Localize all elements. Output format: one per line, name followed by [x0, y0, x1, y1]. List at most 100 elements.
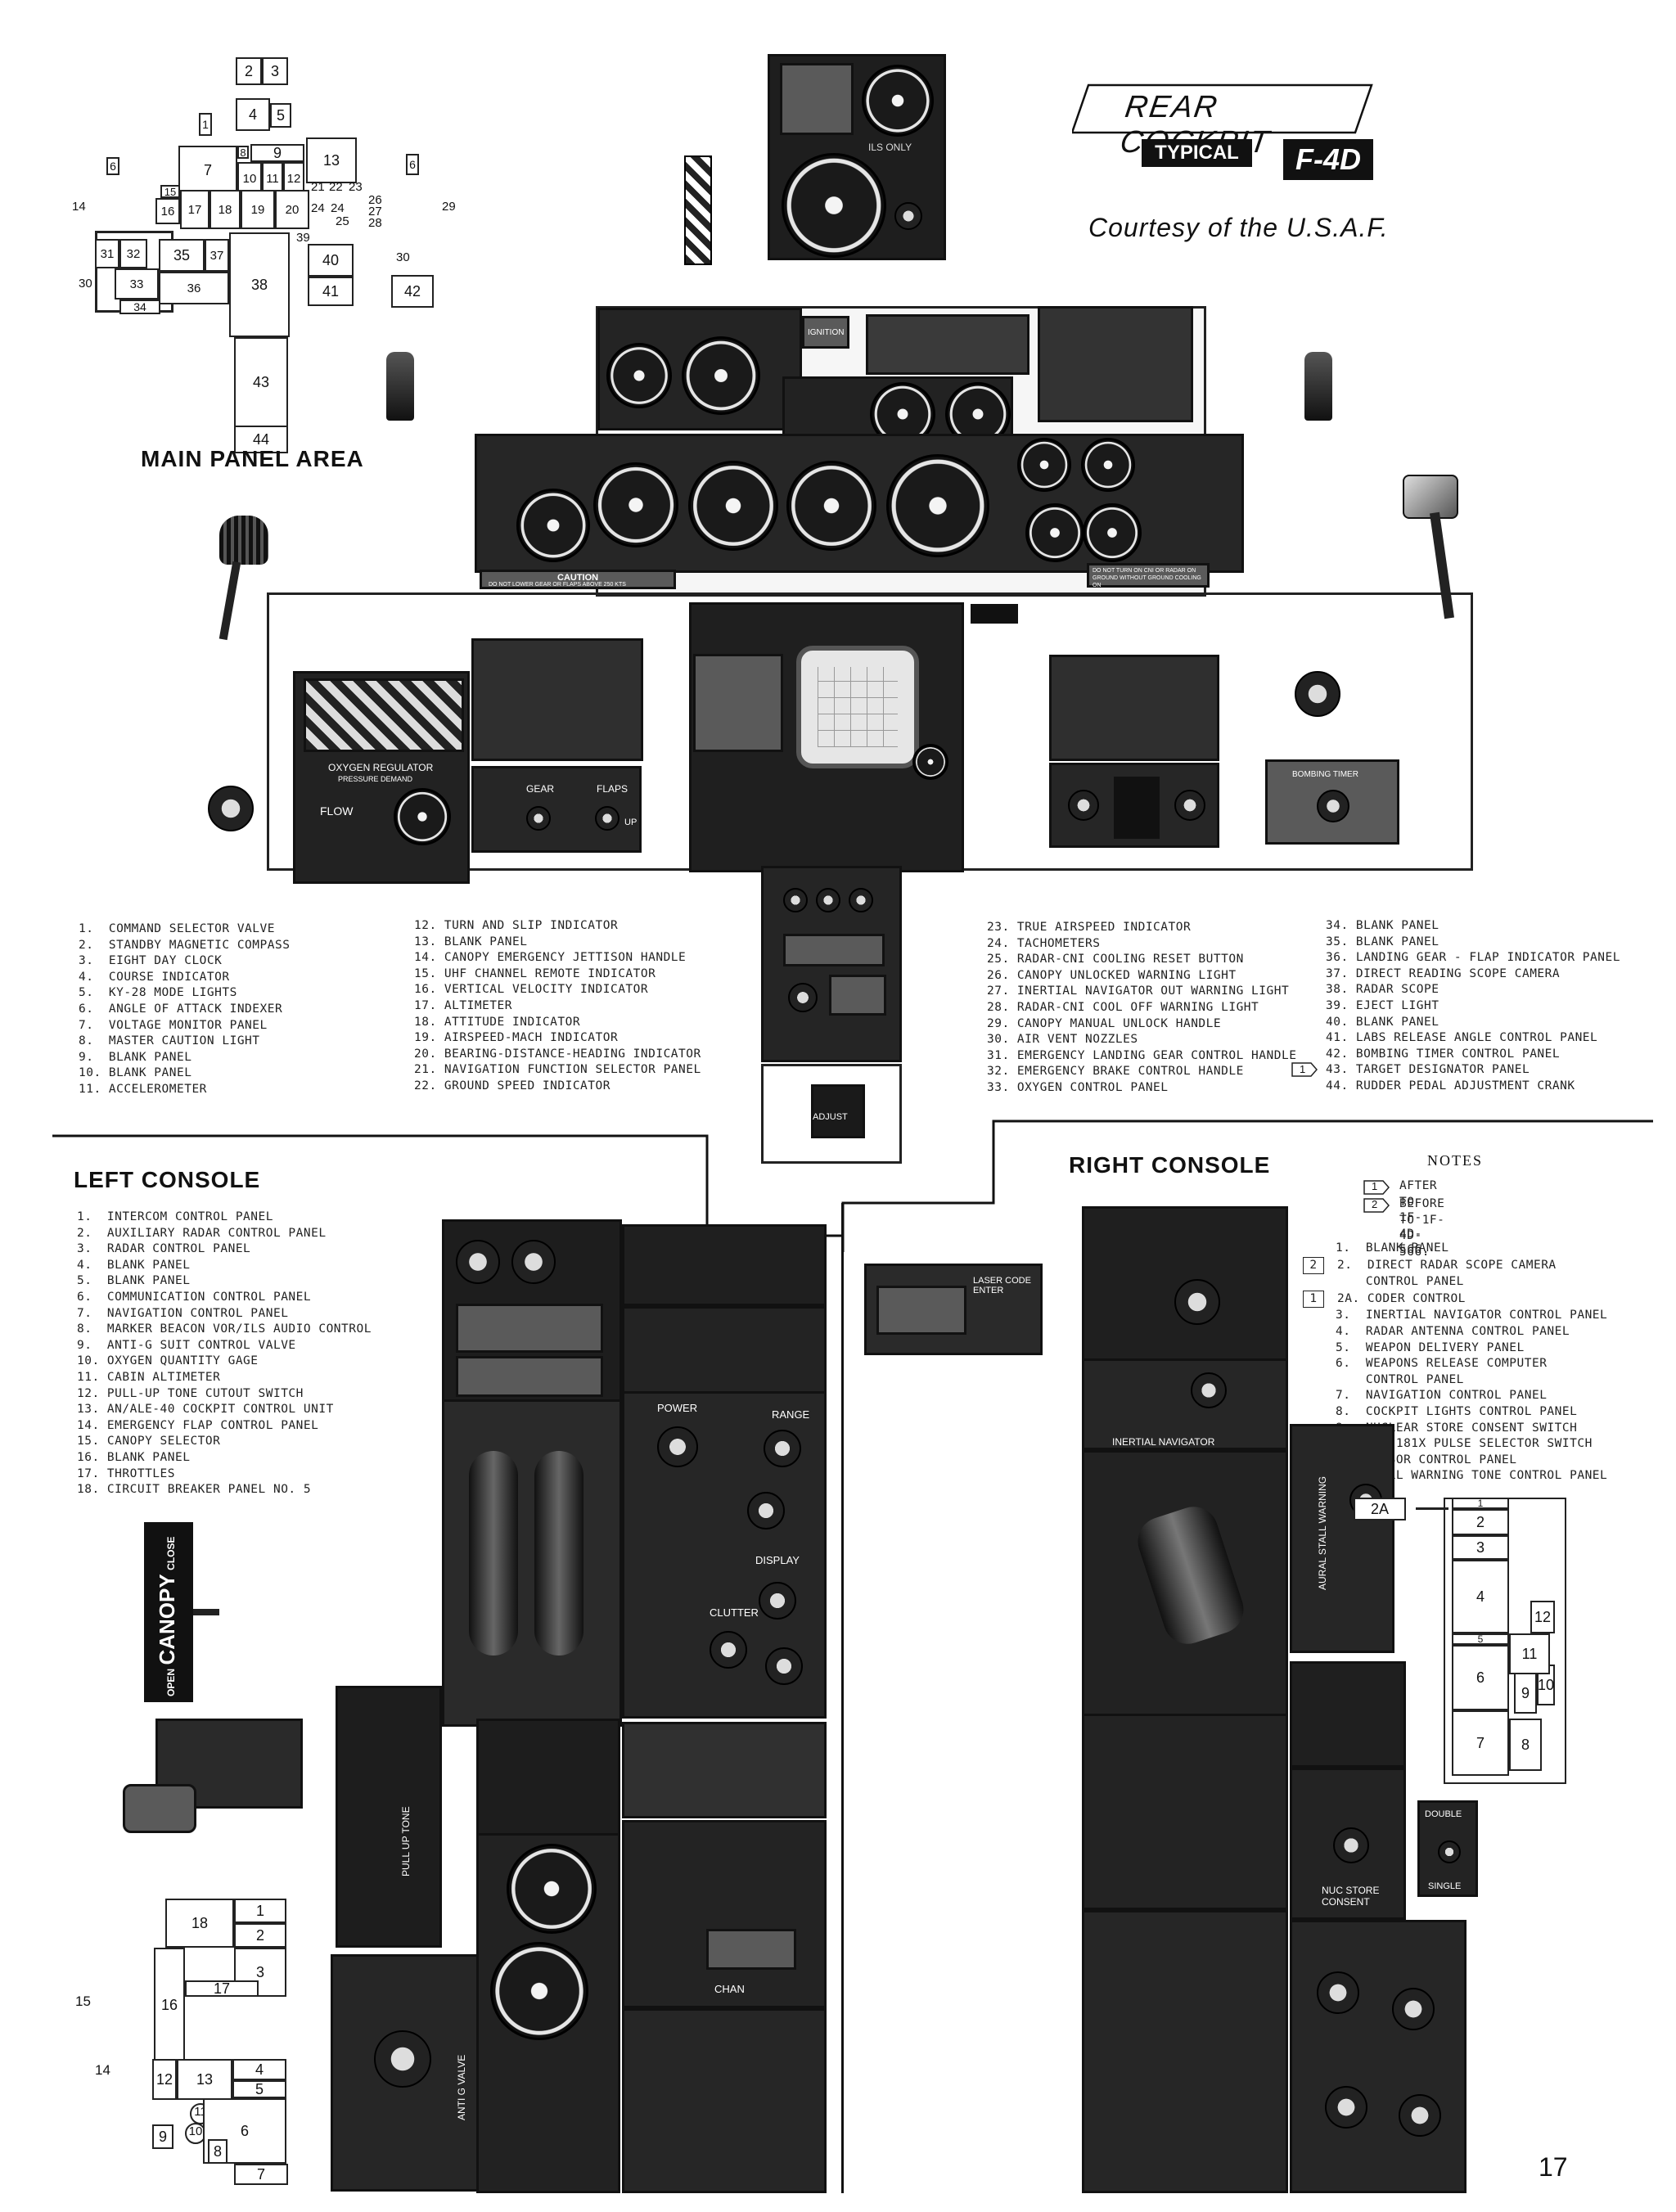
throttles[interactable]: [442, 1399, 622, 1727]
consent-switch[interactable]: [1333, 1827, 1369, 1863]
lights-knob[interactable]: [1392, 1988, 1435, 2030]
key-label: 28: [368, 216, 382, 230]
standby-instrument-cluster: ILS ONLY: [768, 54, 946, 260]
title-banner-frame: [1072, 83, 1373, 134]
legend-item: 10. BLANK PANEL: [79, 1066, 192, 1080]
cb-row[interactable]: [456, 1304, 603, 1353]
notes-title: NOTES: [1427, 1152, 1483, 1169]
legend-item: 13. AN/ALE-40 COCKPIT CONTROL UNIT: [77, 1403, 334, 1417]
rudder-crank-plate: [811, 1084, 865, 1138]
course-indicator: [782, 153, 886, 258]
emergency-flap-control[interactable]: [123, 1719, 319, 1849]
lights-knob[interactable]: [1325, 2086, 1367, 2129]
mode-knob[interactable]: [765, 1647, 803, 1685]
legend-item: CONTROL PANEL: [1303, 1274, 1607, 1291]
anti-g-valve-panel: ANTI G VALVE: [331, 1954, 483, 2192]
channel-wheels[interactable]: [706, 1929, 796, 1970]
td-buttons[interactable]: [783, 934, 885, 966]
legend-item: 17. ALTIMETER: [414, 998, 512, 1012]
td-knob-2[interactable]: [816, 888, 840, 912]
left-console-legend: 1. INTERCOM CONTROL PANEL 2. AUXILIARY R…: [77, 1210, 372, 1498]
legend-text: 7. NAVIGATION CONTROL PANEL: [1336, 1389, 1548, 1403]
pulse-toggle[interactable]: [1438, 1840, 1461, 1863]
throttle-grip-right[interactable]: [534, 1451, 583, 1656]
clutter-knob[interactable]: [710, 1631, 747, 1669]
note-text: AFTER TO 1F-4D-566.: [1399, 1179, 1438, 1257]
handle-grip: [219, 516, 268, 565]
in-mode-knob[interactable]: [1191, 1372, 1227, 1408]
key-box: 12: [152, 2059, 177, 2100]
rudder-crank-handle[interactable]: [1403, 475, 1468, 619]
canopy-manual-unlock-handle[interactable]: [208, 516, 273, 641]
td-knob-3[interactable]: [849, 888, 873, 912]
key-label: 29: [442, 200, 456, 214]
canopy-selector-lever[interactable]: [193, 1609, 219, 1615]
legend-text: 4. RADAR ANTENNA CONTROL PANEL: [1336, 1324, 1570, 1338]
legend-marker: 1: [1303, 1290, 1324, 1309]
legend-item: 3. RADAR CONTROL PANEL: [77, 1242, 251, 1256]
antenna-hand-control[interactable]: [1131, 1500, 1250, 1651]
key-box: 11: [262, 162, 283, 195]
key-box: 16: [154, 1948, 185, 2062]
td-buttons-lower[interactable]: [829, 975, 886, 1016]
td-knob-1[interactable]: [783, 888, 808, 912]
key-box: 17: [185, 1980, 259, 1997]
air-vent-nozzle-left[interactable]: [208, 786, 254, 831]
scan-knob[interactable]: [747, 1492, 785, 1529]
cursor-control-panel: [1290, 1661, 1406, 1768]
key-box: 1: [199, 113, 212, 136]
blank-panel-40: [1049, 655, 1219, 761]
legend-item: 30. AIR VENT NOZZLES: [987, 1033, 1138, 1047]
caution-placard: CAUTION DO NOT LOWER GEAR OR FLAPS ABOVE…: [480, 570, 676, 589]
lights-knob[interactable]: [1317, 1971, 1359, 2014]
left-console-title: LEFT CONSOLE: [74, 1167, 261, 1192]
coder-wheels[interactable]: [876, 1286, 966, 1335]
labs-knob-left[interactable]: [1068, 790, 1099, 821]
camera-knob[interactable]: [1174, 1279, 1220, 1325]
direct-scope-camera-panel: [1082, 1206, 1288, 1365]
legend-item: 31. EMERGENCY LANDING GEAR CONTROL HANDL…: [987, 1048, 1297, 1062]
labs-knob-right[interactable]: [1174, 790, 1205, 821]
oxygen-gauge: [490, 1942, 588, 2040]
legend-item: 36. LANDING GEAR - FLAP INDICATOR PANEL: [1326, 951, 1620, 965]
range-knob[interactable]: [764, 1430, 801, 1467]
anti-g-valve[interactable]: [374, 2030, 431, 2088]
legend-item: 43. TARGET DESIGNATOR PANEL: [1326, 1063, 1530, 1077]
legend-item: 12. PULL-UP TONE CUTOUT SWITCH: [77, 1386, 304, 1400]
lights-knob[interactable]: [1399, 2094, 1441, 2137]
legend-item: 5. WEAPON DELIVERY PANEL: [1303, 1340, 1607, 1357]
display-knob[interactable]: [759, 1582, 796, 1620]
bombing-timer-label: BOMBING TIMER: [1292, 770, 1358, 779]
voltage-gauge: [606, 343, 672, 408]
cb-knob[interactable]: [511, 1240, 556, 1284]
radar-scope: [796, 646, 919, 768]
bombing-timer-knob[interactable]: [1317, 790, 1349, 822]
note-text: BEFORE TO 1F-4D-566.: [1399, 1197, 1445, 1259]
canopy-selector[interactable]: OPEN CANOPY CLOSE: [144, 1522, 193, 1702]
rudder-pedal-adjust-panel: ADJUST: [761, 1064, 902, 1164]
key-box: 41: [308, 277, 354, 306]
emergency-landing-gear: [304, 678, 464, 752]
cb-row[interactable]: [456, 1356, 603, 1397]
course-set-knob[interactable]: [894, 202, 922, 230]
cb-knob[interactable]: [456, 1240, 500, 1284]
command-selector-valve[interactable]: [684, 155, 712, 265]
legend-item: 1. COMMAND SELECTOR VALVE: [79, 922, 275, 935]
legend-item: 34. BLANK PANEL: [1326, 919, 1439, 932]
air-vent-nozzle-right[interactable]: [1295, 671, 1340, 717]
td-switch[interactable]: [788, 983, 818, 1012]
legend-item: 4. RADAR ANTENNA CONTROL PANEL: [1303, 1324, 1607, 1340]
radar-knob[interactable]: [912, 744, 948, 780]
emergency-jettison-handle-left[interactable]: [386, 352, 414, 421]
emergency-jettison-handle-right[interactable]: [1304, 352, 1332, 421]
legend-item: 25. RADAR-CNI COOLING RESET BUTTON: [987, 953, 1244, 966]
throttle-grip-left[interactable]: [469, 1451, 518, 1656]
key-box: 31: [95, 239, 119, 268]
pressure-demand-label: PRESSURE DEMAND: [338, 775, 413, 783]
power-knob[interactable]: [657, 1426, 698, 1467]
key-box: 15: [160, 185, 180, 198]
legend-text: 5. WEAPON DELIVERY PANEL: [1336, 1340, 1525, 1354]
legend-item: 15. UHF CHANNEL REMOTE INDICATOR: [414, 966, 656, 980]
key-box: 2: [1452, 1509, 1509, 1535]
